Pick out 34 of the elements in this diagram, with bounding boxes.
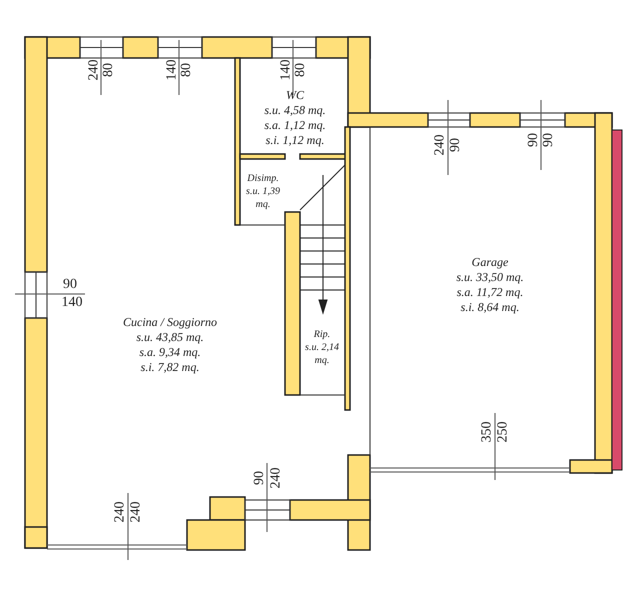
dimension-text: 350 — [480, 422, 494, 442]
dimension-text: 90 — [527, 133, 541, 147]
dimension-text: 240 — [87, 60, 101, 80]
dimension-text: 90 — [63, 278, 77, 292]
area-text: s.a. 1,12 mq. — [263, 118, 327, 133]
area-text: s.a. 9,34 mq. — [138, 345, 202, 360]
dimension-text: 90 — [542, 133, 556, 147]
dimension-text: 80 — [102, 63, 116, 77]
area-text: s.u. 1,39 mq. — [245, 185, 281, 211]
dimension-text: 90 — [253, 471, 267, 485]
room-name: Cucina / Soggiorno — [122, 315, 218, 330]
room-name: Disimp. — [246, 172, 280, 185]
dimension-text: 240 — [129, 502, 143, 522]
dimension-text: 90 — [449, 138, 463, 152]
room-name: WC — [285, 88, 305, 103]
area-text: s.i. 1,12 mq. — [264, 133, 326, 148]
dimension-text: 240 — [269, 468, 283, 488]
dimension-text: 140 — [165, 60, 179, 80]
dimension-text: 140 — [279, 60, 293, 80]
area-text: s.u. 33,50 mq. — [455, 270, 525, 285]
room-name: Garage — [470, 255, 510, 270]
area-text: s.u. 2,14 mq. — [304, 341, 340, 367]
area-text: s.u. 4,58 mq. — [263, 103, 327, 118]
dimension-text: 80 — [180, 63, 194, 77]
area-text: s.u. 43,85 mq. — [135, 330, 205, 345]
area-text: s.i. 8,64 mq. — [460, 300, 520, 315]
dimension-text: 250 — [496, 422, 510, 442]
dimension-text: 240 — [113, 502, 127, 522]
dimension-text: 240 — [433, 134, 447, 156]
dimension-text: 140 — [62, 296, 82, 310]
room-name: Rip. — [312, 328, 332, 341]
dimension-text: 80 — [294, 63, 308, 77]
area-text: s.i. 7,82 mq. — [140, 360, 200, 375]
area-text: s.a. 11,72 mq. — [456, 285, 524, 300]
